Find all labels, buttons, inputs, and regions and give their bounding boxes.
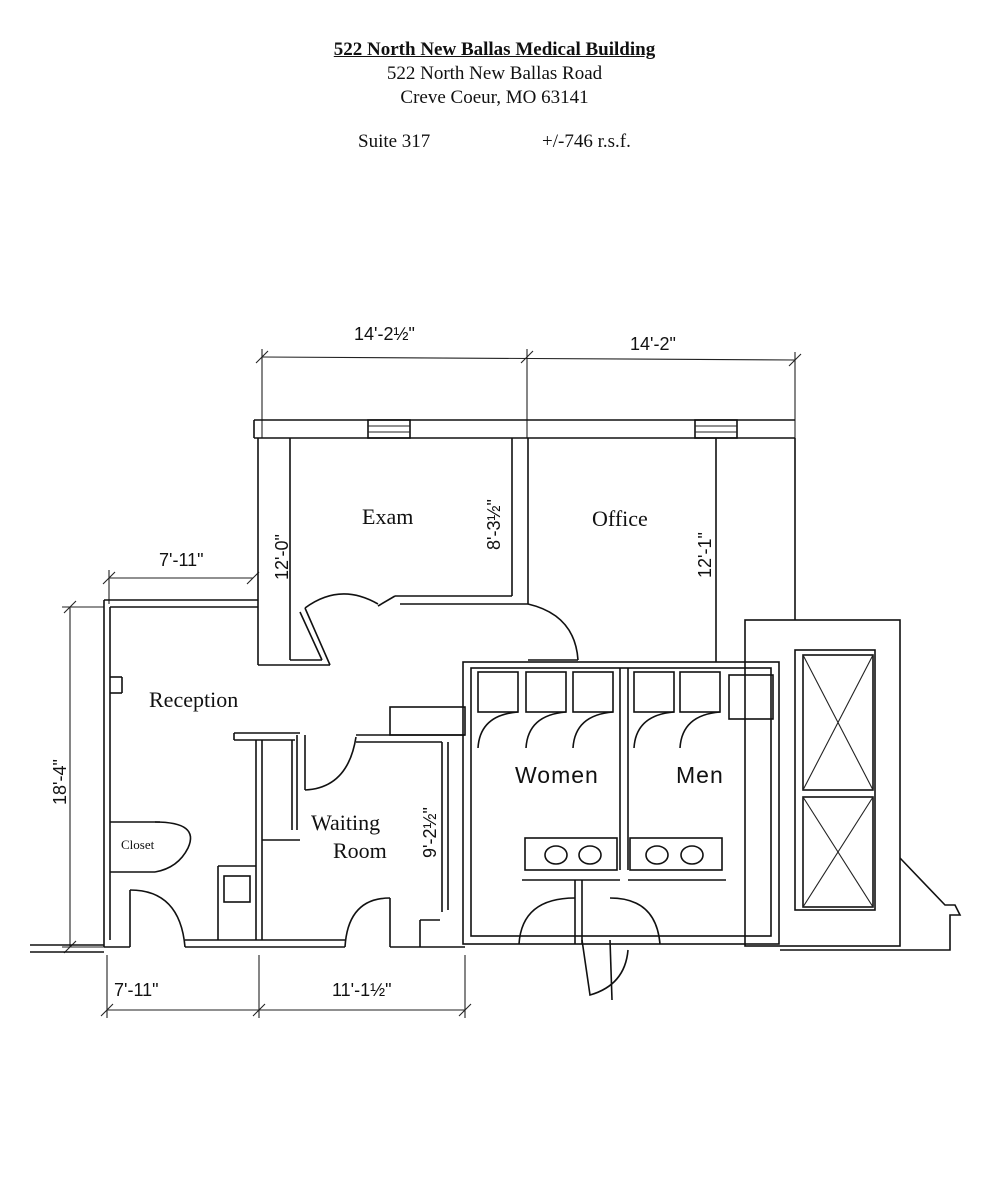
dim-exam-inner: 8'-3½" [484,499,504,550]
address-street: 522 North New Ballas Road [386,63,603,84]
room-office: Office [592,506,648,531]
dimension-lines [62,349,802,1018]
dim-bottom-mid: 11'-1½" [332,980,392,1000]
room-waiting-line2: Room [333,838,387,863]
dim-exam-depth: 12'-0" [272,534,292,580]
walls [30,419,962,1001]
dim-reception-height: 18'-4" [50,759,70,805]
dim-office-depth: 12'-1" [695,532,715,578]
room-reception: Reception [149,687,238,712]
address-city: Creve Coeur, MO 63141 [400,87,589,108]
dim-bottom-left: 7'-11" [114,980,159,1000]
dim-top-right: 14'-2" [630,334,676,354]
plan-header: 522 North New Ballas Medical Building 52… [0,38,989,110]
suite-area: +/-746 r.s.f. [542,131,631,152]
suite-number: Suite 317 [358,131,431,152]
room-exam: Exam [362,504,413,529]
room-waiting-line1: Waiting [311,810,380,835]
room-closet: Closet [121,837,155,852]
room-women: Women [515,762,599,788]
building-title: 522 North New Ballas Medical Building [333,39,656,60]
dim-waiting-depth: 9'-2½" [420,807,440,858]
dim-reception-top: 7'-11" [159,550,204,570]
dim-top-left: 14'-2½" [354,324,415,344]
room-men: Men [676,762,724,788]
